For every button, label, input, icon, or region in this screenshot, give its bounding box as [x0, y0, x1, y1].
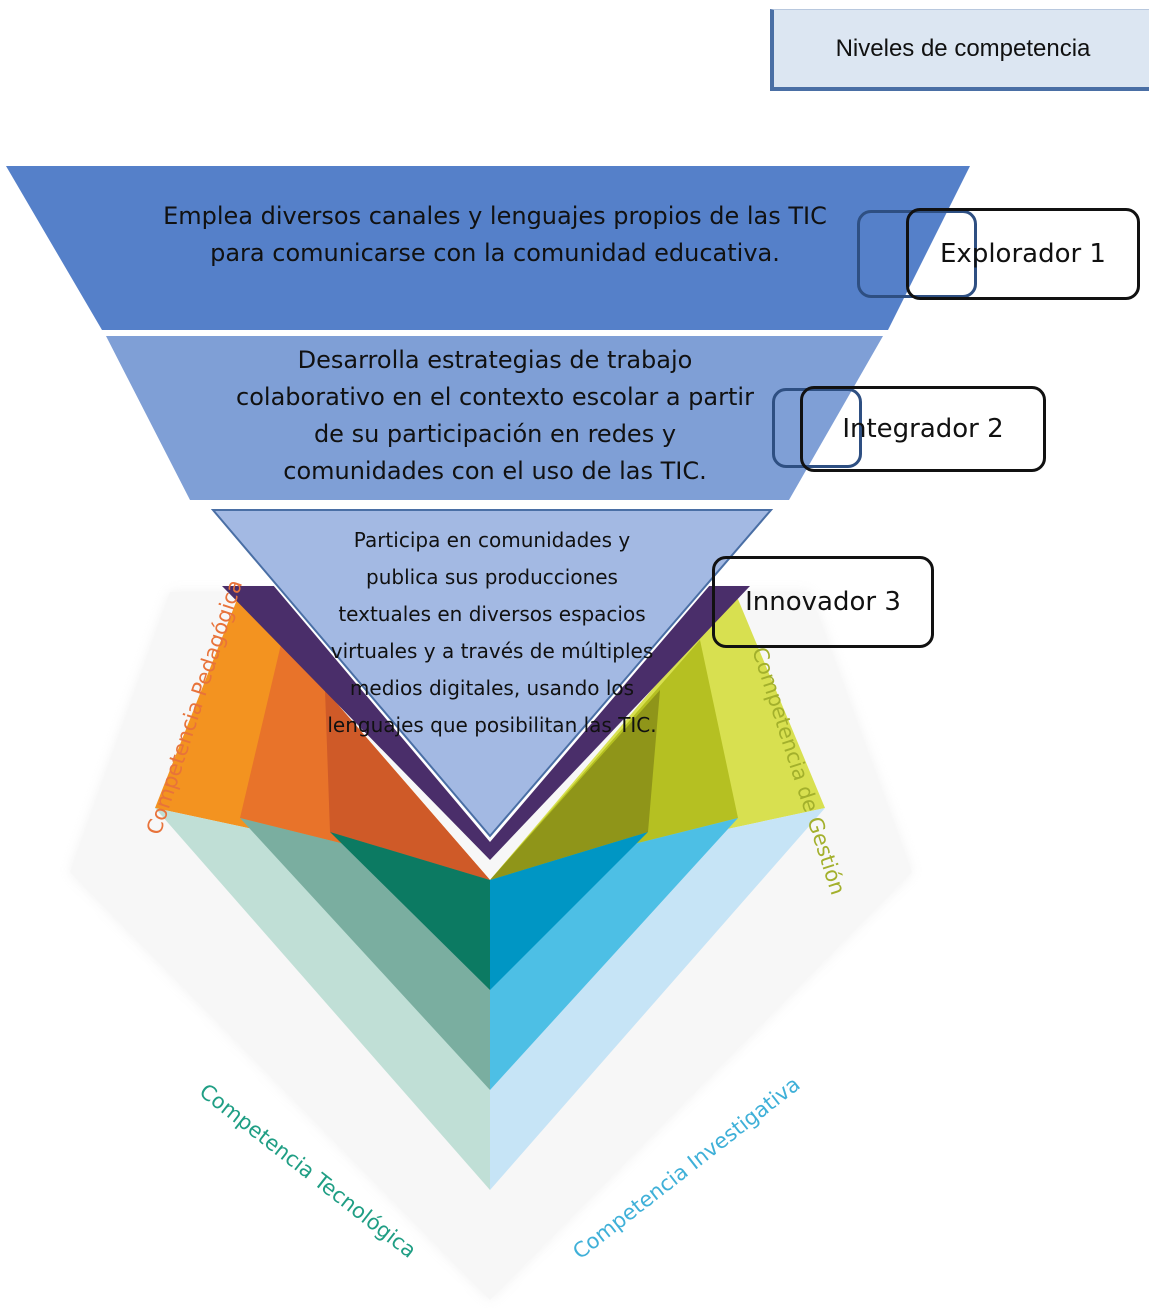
level-3-description: Participa en comunidades y publica sus p…: [327, 528, 657, 737]
levels-title-box: Niveles de competencia: [770, 9, 1149, 91]
level-2-box-accent: [772, 388, 862, 468]
level-3-band: [210, 509, 774, 838]
levels-title: Niveles de competencia: [835, 34, 1091, 62]
level-2-description: Desarrolla estrategias de trabajo colabo…: [236, 346, 754, 485]
level-1-description: Emplea diversos canales y lenguajes prop…: [163, 202, 827, 267]
face-gestion: [490, 592, 825, 880]
level-2-label-box: Integrador 2: [800, 386, 1046, 472]
face-pedagogica: [155, 592, 490, 880]
face-investigativa: [490, 808, 825, 1190]
level-1-label-box: Explorador 1: [906, 208, 1140, 300]
level-2-label: Integrador 2: [842, 414, 1004, 444]
face-tecnologica: [155, 808, 490, 1190]
level-3-label-box: Innovador 3: [712, 556, 934, 648]
level-3-label: Innovador 3: [745, 587, 901, 617]
level-2-band: [106, 336, 883, 500]
level-1-label: Explorador 1: [940, 239, 1106, 269]
level-1-band: [6, 166, 970, 330]
